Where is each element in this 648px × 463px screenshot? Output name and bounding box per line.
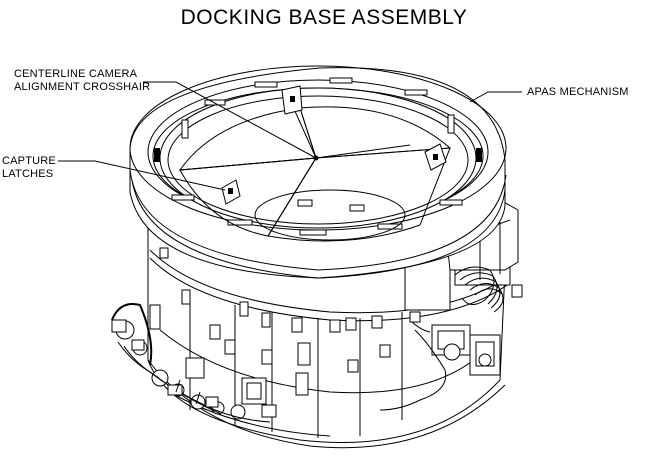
body-panels [149, 247, 391, 405]
inner-funnel [178, 106, 452, 242]
label-camera-line2: ALIGNMENT CROSSHAIR [14, 81, 151, 93]
callout-capture-line [58, 160, 226, 191]
plumbing-left [111, 303, 277, 423]
callout-apas-line [469, 91, 522, 103]
label-camera-line1: CENTERLINE CAMERA [14, 68, 138, 80]
label-apas-mechanism: APAS MECHANISM [527, 86, 629, 98]
diagram-title: DOCKING BASE ASSEMBLY [180, 6, 468, 29]
callout-lines [58, 81, 522, 191]
capture-latches [221, 85, 447, 205]
callout-camera-line [143, 81, 317, 159]
label-capture-line1: CAPTURE [2, 155, 56, 167]
label-capture-line2: LATCHES [2, 168, 54, 180]
